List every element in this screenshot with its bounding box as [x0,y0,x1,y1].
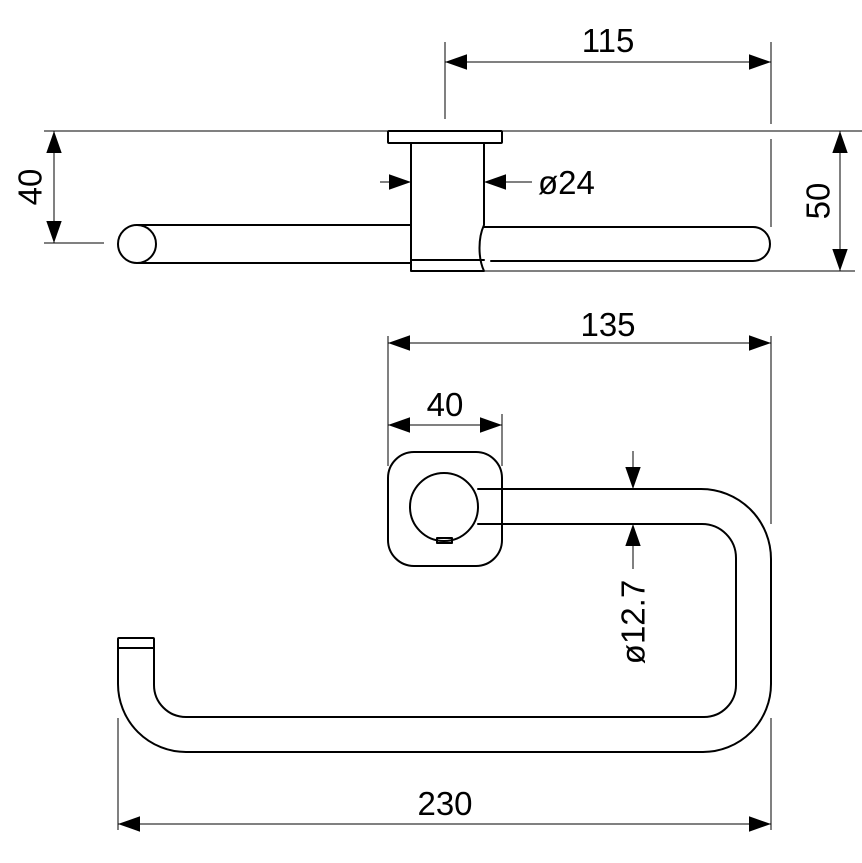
bar-end-cap [117,637,155,649]
bar-inner-edge [153,523,737,718]
set-screw [436,537,453,544]
dimension-diameter-24: ø24 [380,164,595,201]
top-bar-left [117,224,412,264]
dimension-135: 135 [387,306,772,524]
dimension-40-left: 40 [12,131,62,243]
dimension-label-diameter-24: ø24 [538,164,595,201]
wall-plate-front [387,451,503,567]
dimension-label-115: 115 [582,22,635,59]
front-view [117,451,772,753]
wall-plate-top [387,130,503,144]
top-view [44,130,862,272]
dimension-label-diameter-12-7: ø12.7 [615,580,652,664]
dimension-label-230: 230 [417,785,472,822]
bar-outer-edge [117,488,772,753]
dimension-label-50: 50 [800,183,837,220]
top-bar-right [483,226,771,262]
dimension-label-40-left: 40 [12,169,49,206]
mount-column [410,142,485,272]
dimension-diameter-12-7: ø12.7 [615,451,652,664]
dimension-230: 230 [117,718,772,832]
dimension-40-plate: 40 [388,386,503,466]
post-circle [409,472,479,542]
dimension-label-135: 135 [580,306,635,343]
dimension-50-right: 50 [770,131,848,271]
dimension-label-40-plate: 40 [427,386,464,423]
dimension-115: 115 [444,22,772,124]
